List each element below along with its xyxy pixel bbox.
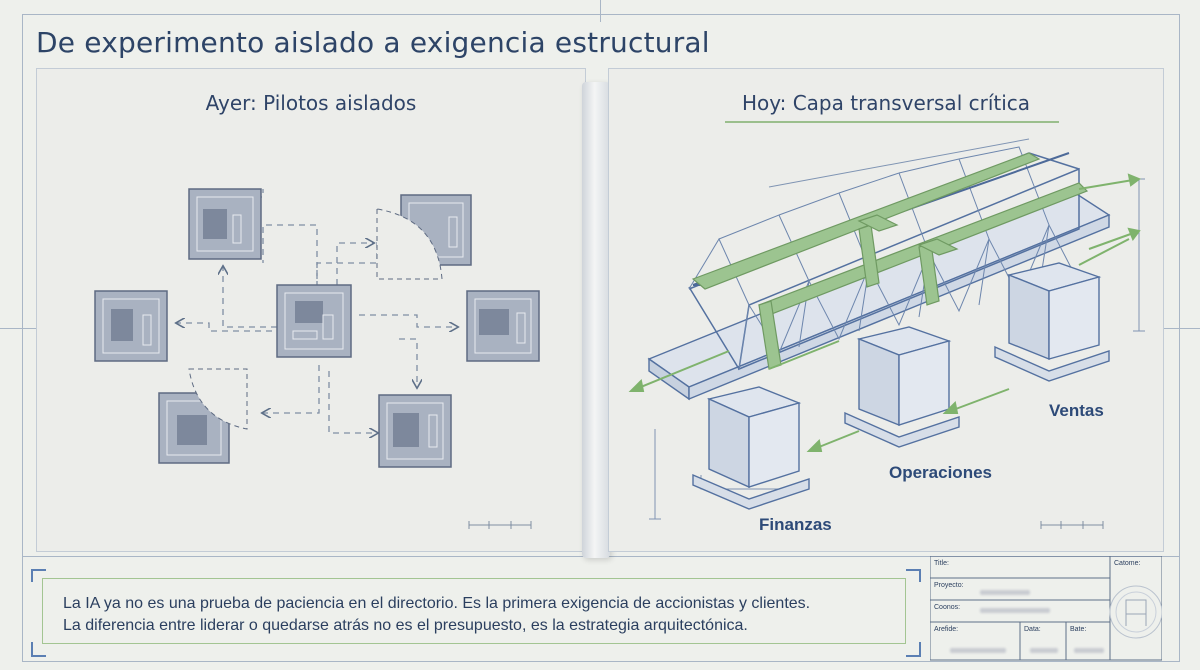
tb-data-label: Data:: [1024, 626, 1041, 633]
pier-operaciones: [844, 326, 960, 448]
note-box: La IA ya no es una prueba de paciencia e…: [30, 568, 922, 658]
tb-project-value: [980, 590, 1030, 595]
module-bottom-right: [378, 394, 452, 468]
right-panel-title-underline: [725, 121, 1059, 123]
module-center: [276, 284, 352, 358]
note-line-2: La diferencia entre liderar o quedarse a…: [63, 617, 748, 634]
module-top-right: [376, 194, 472, 280]
note-text: La IA ya no es una prueba de paciencia e…: [63, 593, 810, 637]
module-left: [94, 290, 168, 362]
tb-arefide-value: [950, 648, 1006, 653]
pier-finanzas: [692, 386, 810, 510]
crosshair-left: [0, 328, 36, 329]
title-block: Title: Proyecto: Coonos: Arefide: Data: …: [930, 556, 1162, 664]
label-operaciones: Operaciones: [889, 463, 992, 482]
tb-bate-label: Bate:: [1070, 626, 1087, 633]
left-panel: Ayer: Pilotos aislados: [36, 68, 586, 552]
scale-bar-left: [468, 521, 532, 529]
module-bottom-left: [158, 368, 248, 464]
tb-arefide-label: Arefide:: [934, 626, 959, 633]
label-finanzas: Finanzas: [759, 515, 832, 534]
scale-bar-right: [1040, 521, 1104, 529]
frame-right: [1179, 14, 1180, 662]
tb-coonos-value: [980, 608, 1050, 613]
tb-data-value: [1030, 648, 1058, 653]
frame-top: [22, 14, 1180, 15]
module-top: [188, 188, 262, 260]
module-right: [466, 290, 540, 362]
tb-catome-label: Catome:: [1114, 560, 1141, 567]
page-title: De experimento aislado a exigencia estru…: [36, 26, 710, 59]
right-panel-title: Hoy: Capa transversal crítica: [741, 91, 1031, 115]
label-ventas: Ventas: [1049, 401, 1104, 420]
frame-left: [22, 14, 23, 662]
left-panel-title: Ayer: Pilotos aislados: [205, 91, 417, 115]
note-frame: La IA ya no es una prueba de paciencia e…: [42, 578, 906, 644]
bridge-diagram: [628, 138, 1145, 529]
tb-project-label: Proyecto:: [934, 582, 964, 589]
crosshair-top: [600, 0, 601, 22]
frame-bottom: [22, 661, 1180, 662]
right-panel: Hoy: Capa transversal crítica: [608, 68, 1164, 552]
tb-bate-value: [1074, 648, 1104, 653]
pier-ventas: [994, 262, 1110, 382]
tb-coonos-label: Coonos:: [934, 604, 961, 611]
note-line-1: La IA ya no es una prueba de paciencia e…: [63, 595, 811, 612]
page-fold: [582, 82, 610, 558]
isolated-pilots-diagram: [94, 188, 540, 529]
tb-title-label: Title:: [934, 560, 949, 567]
crosshair-right: [1164, 328, 1200, 329]
